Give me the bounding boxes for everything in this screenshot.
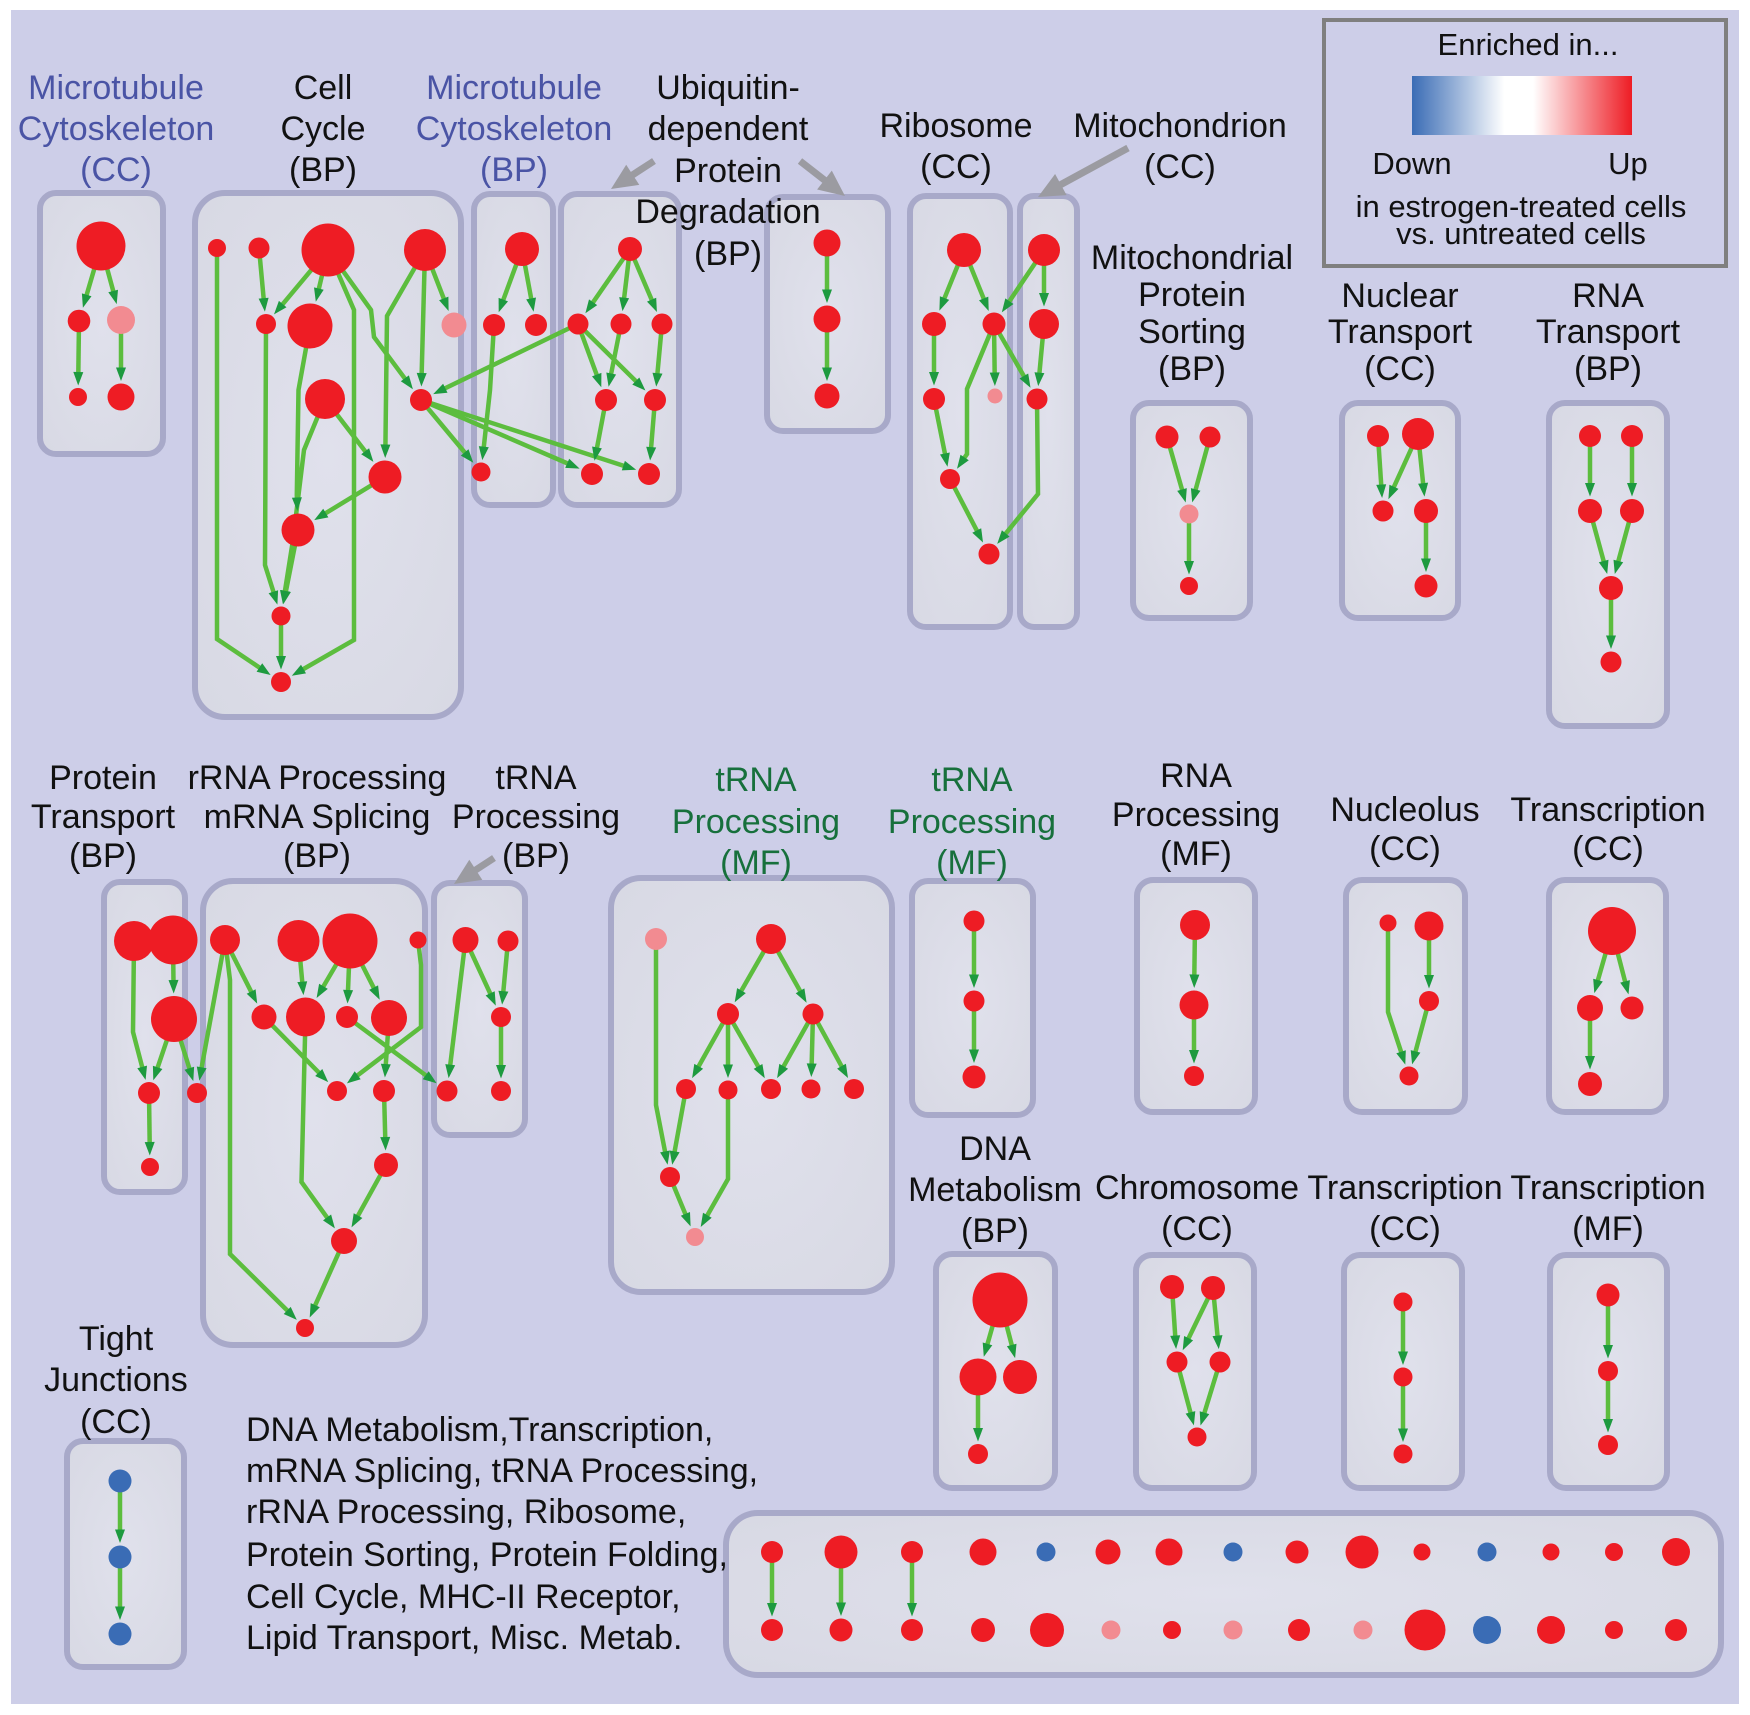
svg-text:RNA: RNA bbox=[1572, 277, 1644, 315]
svg-text:DNA: DNA bbox=[959, 1130, 1031, 1168]
svg-text:tRNA: tRNA bbox=[495, 759, 577, 797]
svg-text:(CC): (CC) bbox=[1572, 830, 1644, 868]
svg-text:Cytoskeleton: Cytoskeleton bbox=[18, 110, 215, 148]
svg-text:Nucleolus: Nucleolus bbox=[1330, 791, 1479, 829]
svg-text:Cycle: Cycle bbox=[280, 110, 365, 148]
svg-text:Cell: Cell bbox=[294, 69, 353, 107]
svg-text:Processing: Processing bbox=[452, 798, 620, 836]
svg-text:Protein: Protein bbox=[674, 152, 782, 190]
svg-text:(CC): (CC) bbox=[80, 1403, 152, 1441]
svg-text:tRNA: tRNA bbox=[931, 761, 1013, 799]
svg-text:Lipid Transport, Misc. Metab.: Lipid Transport, Misc. Metab. bbox=[246, 1619, 683, 1657]
svg-text:Nuclear: Nuclear bbox=[1341, 277, 1458, 315]
svg-text:Protein: Protein bbox=[1138, 276, 1246, 314]
svg-text:(CC): (CC) bbox=[1369, 830, 1441, 868]
svg-text:(MF): (MF) bbox=[936, 844, 1008, 882]
svg-text:(BP): (BP) bbox=[694, 235, 762, 273]
svg-text:Transport: Transport bbox=[31, 798, 176, 836]
svg-text:(CC): (CC) bbox=[1161, 1210, 1233, 1248]
svg-text:Mitochondrial: Mitochondrial bbox=[1091, 239, 1293, 277]
svg-text:Cytoskeleton: Cytoskeleton bbox=[416, 110, 613, 148]
svg-text:mRNA Splicing, tRNA Processing: mRNA Splicing, tRNA Processing, bbox=[246, 1452, 758, 1490]
svg-text:Mitochondrion: Mitochondrion bbox=[1073, 107, 1287, 145]
svg-text:Ubiquitin-: Ubiquitin- bbox=[656, 69, 800, 107]
svg-text:vs. untreated cells: vs. untreated cells bbox=[1396, 216, 1646, 251]
svg-text:DNA Metabolism,Transcription,: DNA Metabolism,Transcription, bbox=[246, 1411, 713, 1449]
svg-text:Microtubule: Microtubule bbox=[28, 69, 204, 107]
svg-text:(BP): (BP) bbox=[69, 837, 137, 875]
svg-text:(MF): (MF) bbox=[1160, 835, 1232, 873]
svg-text:mRNA Splicing: mRNA Splicing bbox=[204, 798, 431, 836]
svg-text:(BP): (BP) bbox=[1574, 350, 1642, 388]
svg-text:Tight: Tight bbox=[79, 1320, 154, 1358]
svg-text:in estrogen-treated cells: in estrogen-treated cells bbox=[1356, 189, 1687, 224]
svg-text:(BP): (BP) bbox=[961, 1212, 1029, 1250]
svg-text:Transcription: Transcription bbox=[1307, 1169, 1502, 1207]
svg-text:(BP): (BP) bbox=[480, 151, 548, 189]
svg-text:rRNA Processing, Ribosome,: rRNA Processing, Ribosome, bbox=[246, 1493, 686, 1531]
svg-text:(CC): (CC) bbox=[1144, 148, 1216, 186]
svg-text:Sorting: Sorting bbox=[1138, 313, 1246, 351]
svg-text:Cell Cycle, MHC-II Receptor,: Cell Cycle, MHC-II Receptor, bbox=[246, 1578, 681, 1616]
svg-text:Down: Down bbox=[1372, 146, 1451, 181]
svg-text:Chromosome: Chromosome bbox=[1095, 1169, 1299, 1207]
svg-text:Protein Sorting, Protein Foldi: Protein Sorting, Protein Folding, bbox=[246, 1536, 728, 1574]
svg-text:tRNA: tRNA bbox=[715, 761, 797, 799]
svg-text:(BP): (BP) bbox=[502, 837, 570, 875]
svg-text:Protein: Protein bbox=[49, 759, 157, 797]
svg-text:(CC): (CC) bbox=[1364, 350, 1436, 388]
svg-text:Ribosome: Ribosome bbox=[879, 107, 1032, 145]
svg-text:Processing: Processing bbox=[888, 803, 1056, 841]
svg-text:Transport: Transport bbox=[1536, 313, 1681, 351]
svg-text:(CC): (CC) bbox=[1369, 1210, 1441, 1248]
svg-text:Transcription: Transcription bbox=[1510, 791, 1705, 829]
svg-text:Enriched in...: Enriched in... bbox=[1438, 27, 1619, 62]
svg-text:RNA: RNA bbox=[1160, 757, 1232, 795]
svg-text:Microtubule: Microtubule bbox=[426, 69, 602, 107]
svg-text:(BP): (BP) bbox=[289, 151, 357, 189]
svg-text:Processing: Processing bbox=[672, 803, 840, 841]
svg-text:(BP): (BP) bbox=[1158, 350, 1226, 388]
svg-text:Junctions: Junctions bbox=[44, 1361, 188, 1399]
svg-text:(MF): (MF) bbox=[720, 844, 792, 882]
svg-text:(CC): (CC) bbox=[920, 148, 992, 186]
svg-text:Up: Up bbox=[1608, 146, 1648, 181]
svg-text:Metabolism: Metabolism bbox=[908, 1171, 1082, 1209]
svg-text:Transport: Transport bbox=[1328, 313, 1473, 351]
svg-text:(MF): (MF) bbox=[1572, 1210, 1644, 1248]
svg-text:Degradation: Degradation bbox=[635, 193, 820, 231]
svg-text:rRNA Processing: rRNA Processing bbox=[188, 759, 447, 797]
svg-text:Processing: Processing bbox=[1112, 796, 1280, 834]
svg-text:dependent: dependent bbox=[648, 110, 809, 148]
svg-text:(BP): (BP) bbox=[283, 837, 351, 875]
svg-text:(CC): (CC) bbox=[80, 151, 152, 189]
svg-text:Transcription: Transcription bbox=[1510, 1169, 1705, 1207]
